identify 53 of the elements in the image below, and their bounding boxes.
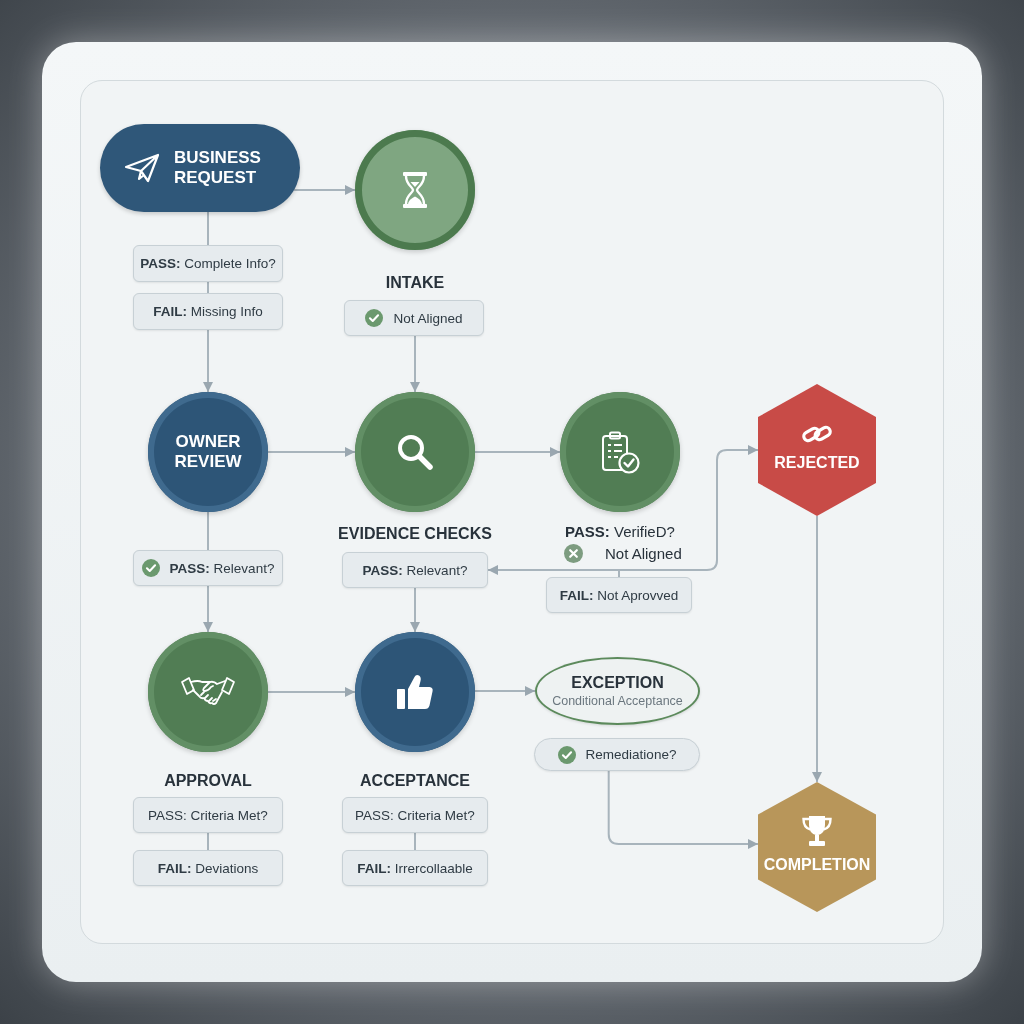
condition-text: FAIL: Irrercollaable (357, 859, 473, 877)
arrow (267, 447, 356, 457)
node-title: COMPLETION (763, 854, 871, 875)
start-pill (100, 124, 300, 212)
step-label: ACCEPTANCE (360, 771, 470, 791)
connector-line (207, 211, 209, 246)
condition-box (546, 577, 692, 613)
condition-text: Remediatione? (585, 746, 677, 763)
condition-text: FAIL: Missing Info (153, 303, 263, 320)
arrow (474, 447, 561, 457)
condition-box (342, 850, 488, 886)
arrow (203, 585, 213, 633)
condition-text: FAIL: Deviations (157, 859, 259, 877)
condition-box (133, 850, 283, 886)
step-label: EVIDENCE CHECKS (338, 524, 492, 544)
step-label: INTAKE (385, 273, 445, 293)
arrow (293, 185, 356, 195)
condition-box (133, 293, 283, 330)
ellipse-title: EXCEPTION (571, 673, 664, 693)
arrow (474, 686, 536, 696)
arrow (487, 565, 620, 578)
connector-line (207, 281, 209, 294)
ellipse-subtitle: Conditional Acceptance (552, 693, 683, 709)
node-title: OWNER REVIEW (173, 432, 243, 472)
arrow (618, 445, 759, 578)
status-text: Not Aligned (605, 544, 682, 563)
condition-pill (534, 738, 700, 771)
step-label: PASS: VerifieD? (565, 522, 675, 541)
step-label: APPROVAL (164, 771, 252, 791)
condition-text: FAIL: Not Aprovved (559, 586, 679, 604)
node-title: BUSINESS REQUEST (174, 148, 262, 188)
condition-box (342, 552, 488, 588)
condition-text: PASS: Complete Info? (140, 255, 276, 272)
arrow (812, 515, 822, 783)
arrow (267, 687, 356, 697)
condition-text: PASS: Criteria Met? (355, 806, 475, 824)
node-title: REJECTED (774, 452, 860, 473)
condition-box (342, 797, 488, 833)
condition-box (133, 797, 283, 833)
condition-box (133, 245, 283, 282)
connector-line (207, 832, 209, 851)
connector-line (207, 511, 209, 551)
condition-box (344, 300, 484, 336)
condition-text: PASS: Relevant? (169, 559, 275, 577)
condition-text: PASS: Criteria Met? (148, 806, 268, 824)
connector-line (414, 832, 416, 851)
condition-box (133, 550, 283, 586)
arrow (203, 329, 213, 393)
condition-text: PASS: Relevant? (362, 561, 468, 579)
arrow (607, 770, 759, 849)
arrow (410, 587, 420, 633)
condition-text: Not Aligned (393, 309, 463, 327)
arrow (410, 335, 420, 393)
